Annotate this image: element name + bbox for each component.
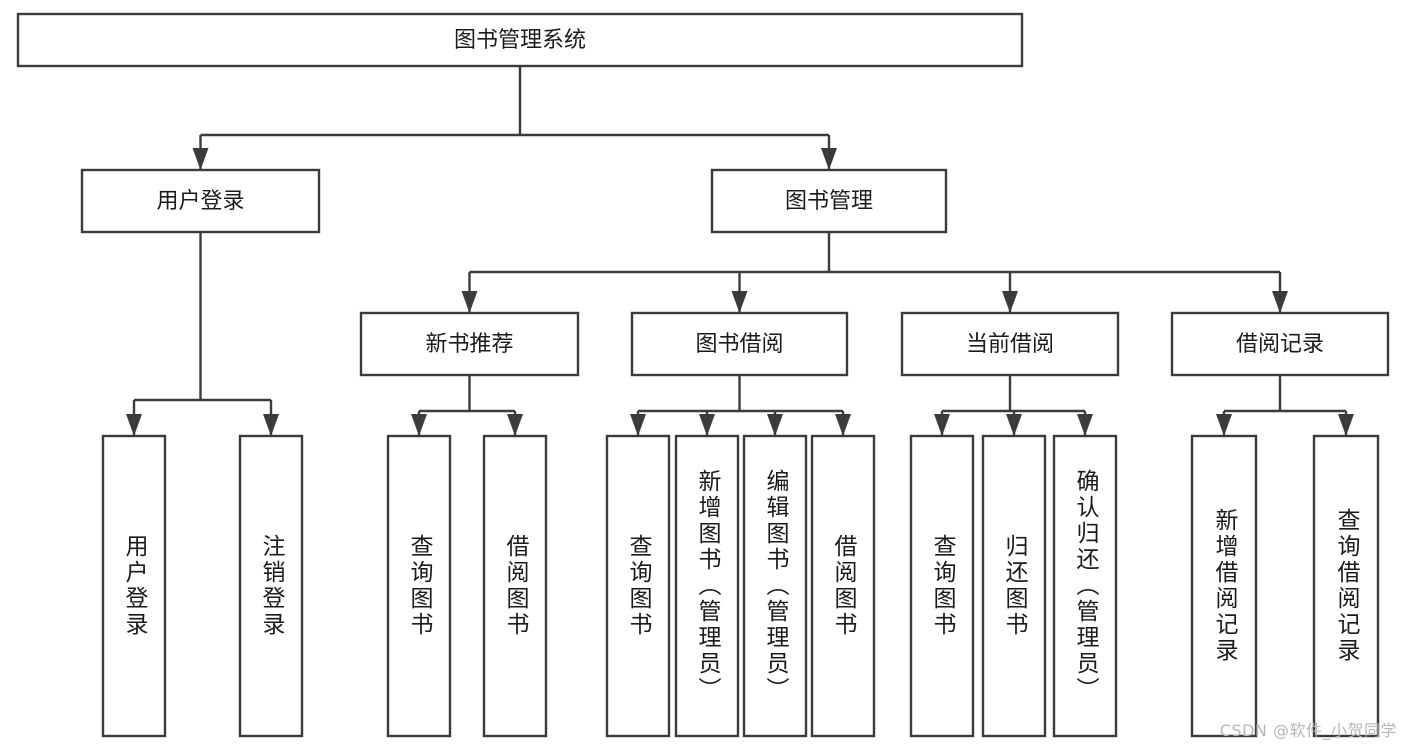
- arrow-head-icon: [1006, 414, 1022, 436]
- node-leaf-0[interactable]: [101, 434, 167, 738]
- node-level2-1[interactable]: [710, 168, 948, 234]
- arrow-head-icon: [1002, 291, 1018, 313]
- arrow-head-icon: [731, 291, 748, 313]
- node-level2-0-label: 用户登录: [156, 189, 244, 214]
- node-leaf-2[interactable]: [386, 434, 452, 738]
- node-level3-3-label: 借阅记录: [1236, 332, 1324, 357]
- node-leaf-6[interactable]: [742, 434, 808, 738]
- node-level3-1[interactable]: [630, 311, 849, 377]
- node-root-label: 图书管理系统: [454, 28, 586, 53]
- node-leaf-7[interactable]: [810, 434, 876, 738]
- arrow-head-icon: [507, 414, 523, 436]
- connectors-layer: [126, 66, 1354, 436]
- arrow-head-icon: [1077, 414, 1093, 436]
- arrow-head-icon: [263, 414, 279, 436]
- node-level3-1-label: 图书借阅: [695, 332, 783, 357]
- watermark: CSDN @软件_小贺同学: [1219, 721, 1397, 740]
- arrow-head-icon: [934, 414, 950, 436]
- node-root[interactable]: [16, 12, 1024, 68]
- node-leaf-11[interactable]: [1190, 434, 1258, 738]
- arrow-head-icon: [630, 414, 646, 436]
- node-level3-2[interactable]: [900, 311, 1120, 377]
- arrow-head-icon: [767, 414, 783, 436]
- boxes-layer: [16, 12, 1390, 738]
- node-leaf-12[interactable]: [1312, 434, 1380, 738]
- node-leaf-3[interactable]: [482, 434, 548, 738]
- arrow-head-icon: [126, 414, 142, 436]
- arrow-head-icon: [821, 148, 837, 170]
- arrow-head-icon: [1272, 291, 1288, 313]
- node-leaf-9[interactable]: [981, 434, 1047, 738]
- arrow-head-icon: [1216, 414, 1232, 436]
- node-level2-0[interactable]: [80, 168, 321, 234]
- arrow-head-icon: [699, 414, 715, 436]
- arrow-head-icon: [835, 414, 851, 436]
- node-leaf-5[interactable]: [674, 434, 740, 738]
- node-leaf-10[interactable]: [1052, 434, 1118, 738]
- node-level3-0[interactable]: [359, 311, 580, 377]
- arrow-head-icon: [461, 291, 478, 313]
- node-leaf-8[interactable]: [909, 434, 975, 738]
- arrow-head-icon: [192, 148, 209, 170]
- node-level3-0-label: 新书推荐: [425, 332, 513, 357]
- node-leaf-4[interactable]: [605, 434, 671, 738]
- arrow-head-icon: [411, 414, 427, 436]
- node-leaf-1[interactable]: [238, 434, 304, 738]
- node-level2-1-label: 图书管理: [785, 189, 873, 214]
- node-level3-2-label: 当前借阅: [966, 332, 1054, 357]
- arrow-head-icon: [1338, 414, 1354, 436]
- node-level3-3[interactable]: [1170, 311, 1390, 377]
